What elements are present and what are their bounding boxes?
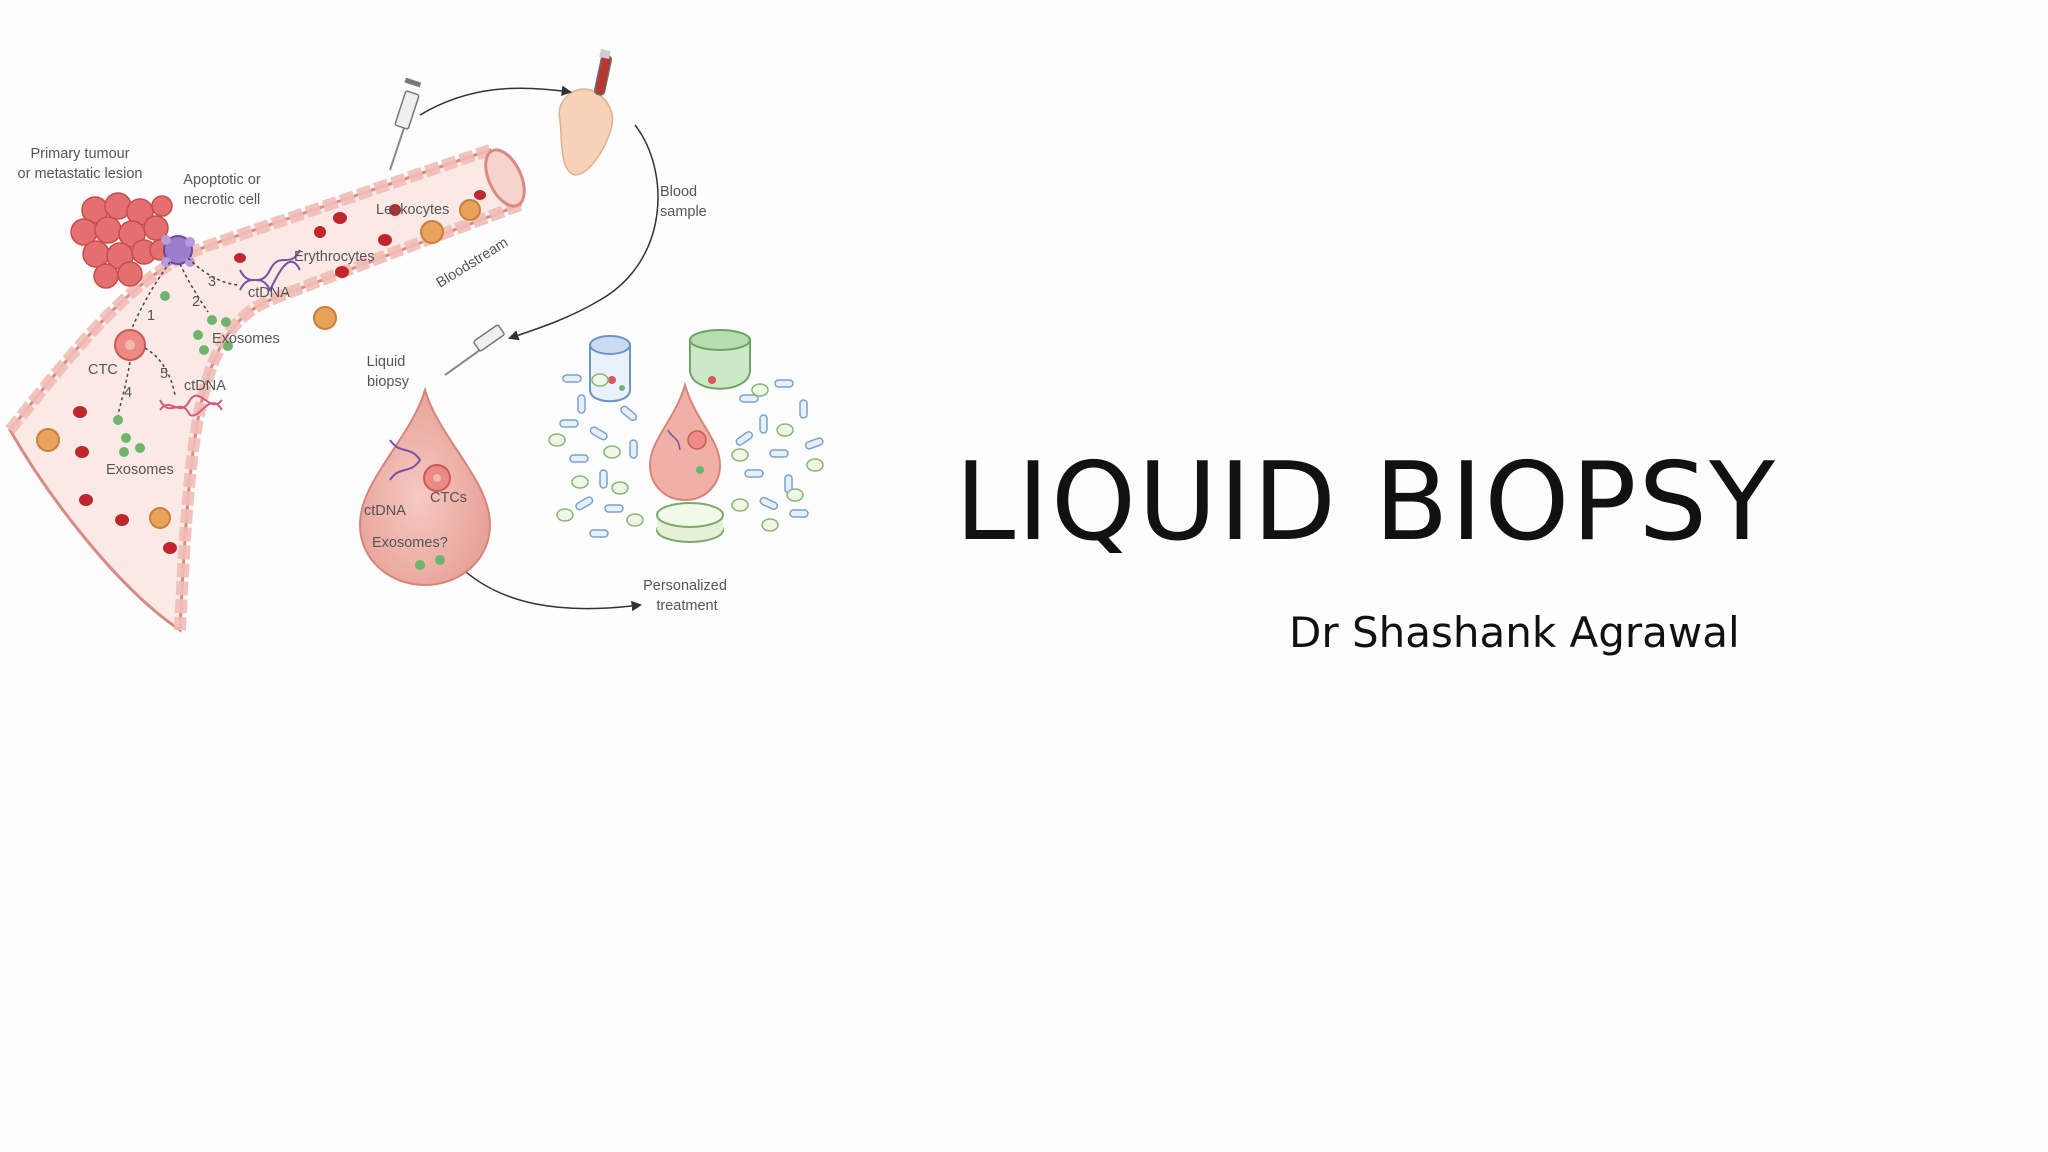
round-tablets xyxy=(548,373,824,532)
syringe-biopsy-icon xyxy=(444,324,505,376)
label-liquid-biopsy-line2: biopsy xyxy=(367,374,410,390)
small-pills xyxy=(559,374,824,538)
label-step-4: 4 xyxy=(124,385,132,401)
blood-drop xyxy=(358,386,492,587)
dna-strands xyxy=(159,249,301,417)
tumour-cluster xyxy=(70,192,173,289)
flow-arrows xyxy=(419,85,659,612)
label-liquid-biopsy-line1: Liquid xyxy=(367,354,406,370)
exosomes xyxy=(113,291,233,457)
slide-title: LIQUID BIOPSY xyxy=(955,440,1778,565)
label-blood-sample-line1: Blood xyxy=(660,184,697,200)
vessel-wall-top xyxy=(5,144,492,434)
label-bloodstream: Bloodstream xyxy=(434,235,512,292)
label-ctc: CTC xyxy=(88,362,118,378)
apoptotic-cell xyxy=(161,235,195,267)
label-erythrocytes: Erythrocytes xyxy=(294,249,375,265)
label-leukocytes: Leukocytes xyxy=(376,202,449,218)
big-tablet xyxy=(656,502,724,543)
label-drop-ctcs: CTCs xyxy=(430,490,467,506)
label-step-2: 2 xyxy=(192,294,200,310)
label-blood-sample-line2: sample xyxy=(660,204,707,220)
leukocytes xyxy=(36,199,481,529)
syringe-top-icon xyxy=(389,77,422,171)
label-exosomes-2: Exosomes xyxy=(212,331,280,347)
label-step-5: 5 xyxy=(160,366,168,382)
blood-vessel xyxy=(5,144,526,633)
vessel-opening xyxy=(484,148,526,208)
label-exosomes-4: Exosomes xyxy=(106,462,174,478)
pills-cluster xyxy=(548,329,824,543)
blood-tube-hand-icon xyxy=(558,49,614,176)
label-apoptotic-line1: Apoptotic or xyxy=(183,172,261,188)
label-primary-tumour-line2: or metastatic lesion xyxy=(18,166,143,182)
capsule-blue xyxy=(589,335,631,403)
center-drop xyxy=(648,381,722,502)
vessel-wall-bottom xyxy=(174,199,523,631)
label-personalized-line1: Personalized xyxy=(643,578,727,594)
label-ctdna-3: ctDNA xyxy=(248,285,290,301)
label-drop-ctdna: ctDNA xyxy=(364,503,406,519)
label-step-1: 1 xyxy=(147,308,155,324)
label-apoptotic-line2: necrotic cell xyxy=(184,192,261,208)
liquid-biopsy-diagram: Primary tumour or metastatic lesion Apop… xyxy=(5,49,824,633)
label-step-3: 3 xyxy=(208,274,216,290)
label-ctdna-5: ctDNA xyxy=(184,378,226,394)
label-personalized-line2: treatment xyxy=(656,598,717,614)
label-primary-tumour-line1: Primary tumour xyxy=(30,146,129,162)
label-drop-exosomes: Exosomes? xyxy=(372,535,448,551)
step-arrows xyxy=(117,257,241,416)
slide-subtitle: Dr Shashank Agrawal xyxy=(1289,608,1740,657)
ctc-cell xyxy=(114,329,146,361)
capsule-green xyxy=(689,329,751,390)
